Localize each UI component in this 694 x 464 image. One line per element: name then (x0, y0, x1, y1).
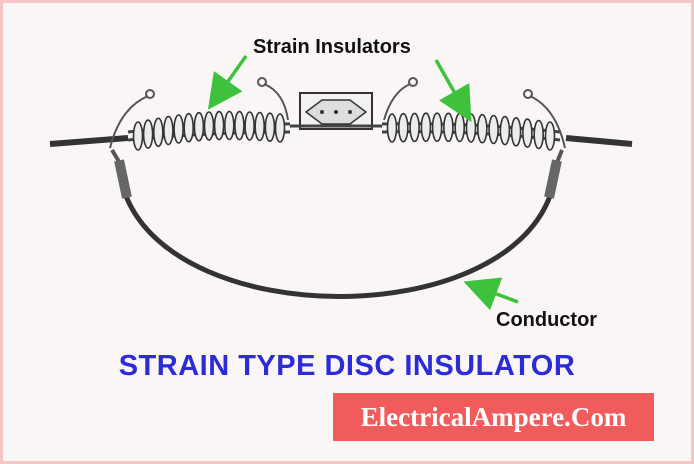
insulator-disc (465, 113, 477, 143)
insulator-disc (244, 111, 255, 141)
insulator-disc (274, 113, 286, 143)
arrow-to-conductor (463, 277, 519, 311)
insulator-disc (488, 114, 499, 145)
insulator-disc (163, 115, 174, 146)
insulator-disc (420, 112, 432, 142)
strain-insulator-string-right (381, 112, 561, 151)
insulator-disc (254, 111, 266, 142)
insulator-disc (183, 112, 194, 143)
insulator-disc (203, 111, 215, 141)
arrow-to-left-insulator (207, 54, 248, 110)
brand-badge: ElectricalAmpere.Com (333, 393, 654, 441)
insulator-disc (522, 118, 533, 148)
insulator-disc (213, 110, 225, 141)
line-end-left (49, 135, 129, 147)
line-end-right (565, 135, 633, 147)
insulator-disc (499, 115, 511, 146)
yoke-plate (290, 92, 382, 130)
insulator-disc (544, 121, 556, 151)
insulator-disc (142, 119, 154, 149)
label-conductor: Conductor (496, 309, 598, 331)
insulator-disc (264, 112, 276, 142)
insulator-disc (454, 112, 466, 143)
insulator-disc (153, 117, 164, 148)
insulator-disc (431, 112, 443, 142)
strain-insulator-string-left (127, 110, 291, 151)
insulator-disc (443, 112, 454, 143)
insulator-disc (132, 121, 144, 151)
insulator-disc (234, 110, 245, 141)
insulator-disc (476, 113, 488, 144)
conductor-loop (110, 148, 564, 299)
insulator-disc (397, 112, 409, 143)
arcing-horns (109, 77, 566, 149)
diagram-title: STRAIN TYPE DISC INSULATOR (118, 350, 576, 382)
insulator-disc (409, 112, 420, 143)
arrow-to-right-insulator (434, 59, 472, 123)
insulator-disc (193, 111, 205, 142)
insulator-disc (224, 110, 235, 141)
insulator-disc (386, 113, 398, 143)
pointer-arrows (207, 54, 519, 311)
insulator-disc (533, 119, 545, 150)
insulator-disc (510, 117, 522, 147)
label-strain-insulators: Strain Insulators (253, 36, 411, 58)
insulator-disc (173, 114, 184, 144)
